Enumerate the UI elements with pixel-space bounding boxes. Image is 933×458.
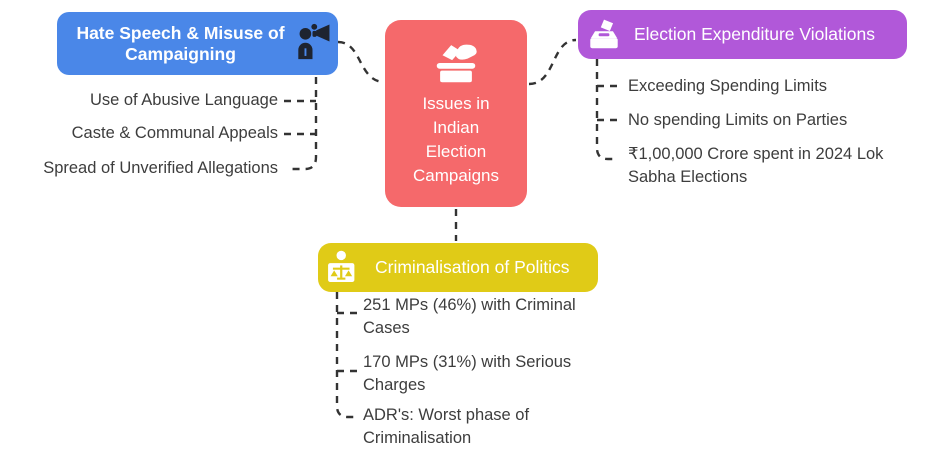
connector-blue-to-center: [337, 40, 384, 84]
judge-scales-icon: [326, 250, 362, 285]
center-node-label: Issues in Indian Election Campaigns: [413, 94, 499, 185]
leaf-caste-communal-appeals: Caste & Communal Appeals: [71, 124, 278, 142]
branch-node-expenditure: Election Expenditure Violations: [578, 10, 907, 59]
ballot-box-hand-icon: [430, 40, 482, 84]
branch-title-expenditure: Election Expenditure Violations: [634, 24, 875, 44]
leaf-mps-serious-charges: 170 MPs (31%) with Serious Charges: [363, 353, 572, 394]
leaf-exceeding-spending-limits: Exceeding Spending Limits: [628, 77, 828, 95]
ballot-slot-icon: [587, 19, 621, 50]
branch-node-criminalisation: Criminalisation of Politics: [318, 243, 598, 292]
branch-line-hate-speech: [287, 77, 318, 171]
leaf-use-of-abusive-language: Use of Abusive Language: [89, 91, 278, 109]
leaf-crore-spent-2024: ₹1,00,000 Crore spent in 2024 Lok Sabha …: [628, 145, 884, 186]
leaf-no-spending-limits: No spending Limits on Parties: [628, 111, 848, 129]
branch-line-expenditure: [595, 59, 618, 161]
center-node-issues: Issues in Indian Election Campaigns: [385, 20, 527, 207]
branch-node-hate-speech: Hate Speech & Misuse of Campaigning: [57, 12, 338, 75]
leaf-unverified-allegations: Spread of Unverified Allegations: [43, 159, 278, 177]
branch-line-criminalisation: [335, 292, 356, 419]
leaf-adr-worst-phase: ADR's: Worst phase of Criminalisation: [363, 406, 530, 447]
leaf-mps-criminal-cases: 251 MPs (46%) with Criminal Cases: [363, 296, 576, 337]
connector-center-to-purple: [528, 38, 577, 86]
branch-title-criminalisation: Criminalisation of Politics: [375, 257, 570, 277]
person-megaphone-icon: [294, 21, 332, 63]
branch-title-hate-speech: Hate Speech & Misuse of Campaigning: [76, 22, 285, 64]
